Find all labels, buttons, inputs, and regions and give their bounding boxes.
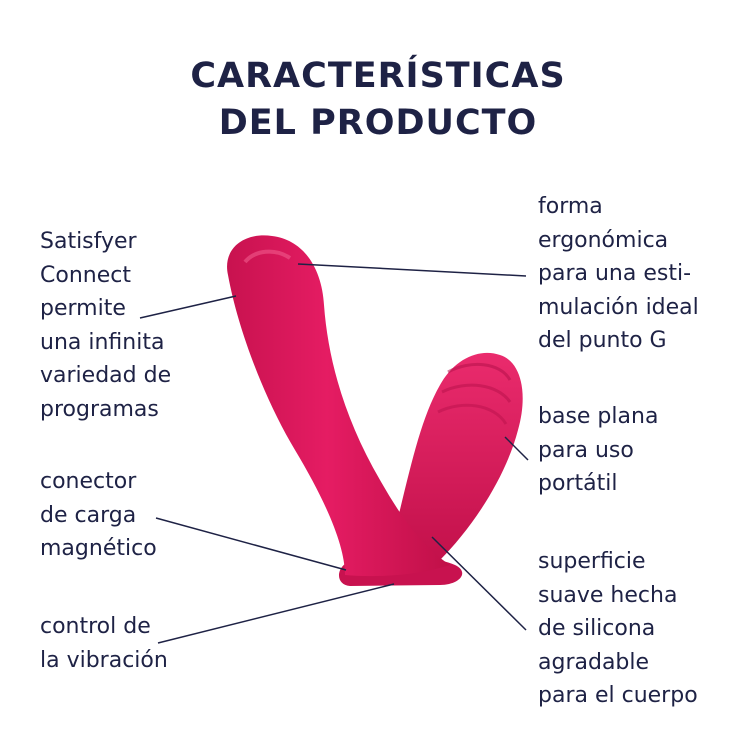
callout-line-left-bottom [157,583,395,644]
product-rear-arm [395,352,523,560]
label-line: mulación ideal [538,294,699,320]
product-rear-ridge-2 [441,383,512,403]
callout-line-left-top [139,295,237,319]
label-line: Connect [40,262,131,288]
label-flat-base: base plana para uso portátil [538,400,658,501]
label-line: programas [40,396,159,422]
label-silicone-surface: superficie suave hecha de silicona agrad… [538,545,698,713]
label-line: conector [40,469,137,494]
label-line: de silicona [538,616,656,641]
label-line: ergonómica [538,227,669,253]
label-line: base plana [538,404,659,429]
label-line: para una esti- [538,261,692,286]
label-line: Satisfyer [40,229,137,254]
label-line: la vibración [40,647,168,673]
label-ergonomic-shape: forma ergonómica para una esti- mulación… [538,190,699,358]
label-line: de carga [40,502,137,528]
label-line: forma [538,194,603,219]
label-vibration-control: control de la vibración [40,610,168,677]
label-line: agradable [538,649,650,675]
label-satisfyer-connect: Satisfyer Connect permite una infinita v… [40,225,171,426]
label-line: magnético [40,536,157,561]
page-title-line-1: CARACTERÍSTICAS [190,56,566,96]
page-title-line-2: DEL PRODUCTO [218,103,538,143]
product-highlight [243,249,292,264]
callout-line-right-mid [504,436,529,461]
label-line: una infinita [40,329,165,355]
label-line: para uso [538,437,634,463]
label-line: portátil [538,471,618,496]
product-rear-ridge-3 [437,403,508,425]
label-line: del punto G [538,328,667,353]
label-line: control de [40,614,151,639]
label-line: para el cuerpo [538,683,698,708]
callout-line-right-top [297,263,527,277]
callout-line-right-bottom [431,536,527,631]
label-magnetic-charger: conector de carga magnético [40,465,157,566]
label-line: superficie [538,549,646,574]
label-line: suave hecha [538,582,678,608]
label-line: variedad de [40,363,172,388]
product-rear-ridge-1 [447,362,512,381]
product-main-arm [227,235,450,577]
label-line: permite [40,296,126,321]
callout-line-left-mid [155,517,347,571]
